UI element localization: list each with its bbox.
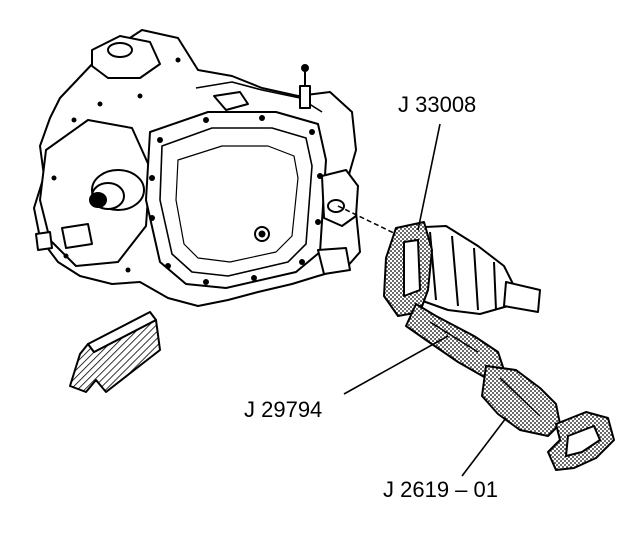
direction-arrow	[69, 311, 161, 393]
leader-j2619	[461, 417, 507, 477]
leader-j33008	[417, 123, 441, 231]
seal-installer-tool	[337, 205, 541, 317]
callout-j33008: J 33008	[398, 92, 477, 117]
callout-j29794: J 29794	[244, 397, 323, 422]
leader-j29794	[343, 335, 449, 395]
transaxle-assembly	[33, 29, 361, 307]
leader-lines	[343, 123, 507, 477]
slide-hammer-tool	[481, 365, 615, 471]
callout-j2619: J 2619 – 01	[383, 477, 498, 502]
